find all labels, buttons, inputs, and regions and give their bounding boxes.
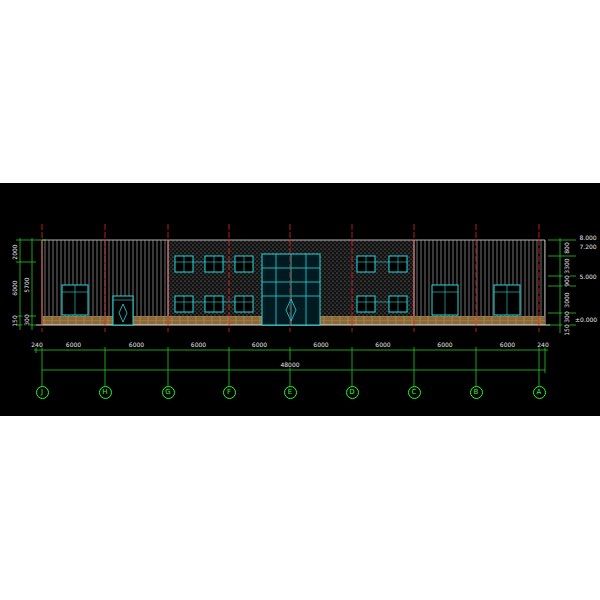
dimension-text: 48000: [279, 361, 300, 368]
axis-letter: E: [288, 389, 292, 396]
axis-bubble: E: [284, 386, 297, 399]
dimension-text: 6000: [128, 341, 145, 348]
dimension-text: 6000: [190, 341, 207, 348]
dimension-text: 7.200: [578, 243, 597, 250]
dimension-text: 150: [563, 323, 570, 336]
axis-letter: G: [165, 389, 170, 396]
dimension-text: 2000: [11, 243, 18, 260]
axis-letter: B: [474, 389, 479, 396]
dimension-text: 900: [563, 274, 570, 287]
dimension-text: 5700: [23, 276, 30, 293]
axis-bubble: D: [346, 386, 359, 399]
axis-letter: J: [41, 389, 43, 396]
axis-letter: D: [349, 389, 354, 396]
axis-bubble: B: [470, 386, 483, 399]
axis-bubble: A: [533, 386, 546, 399]
dimension-text: 6000: [65, 341, 82, 348]
dimension-text: ±0.000: [574, 316, 598, 323]
dimension-text: 8.000: [578, 234, 597, 241]
dimension-text: 3300: [563, 257, 570, 274]
axis-letter: F: [227, 389, 231, 396]
axis-bubble: G: [162, 386, 175, 399]
dimension-text: 6000: [499, 341, 516, 348]
axis-bubble: C: [408, 386, 421, 399]
dimension-text: 240: [30, 341, 43, 348]
dimension-text: 6000: [436, 341, 453, 348]
dimension-text: 300: [563, 310, 570, 323]
axis-bubble: H: [99, 386, 112, 399]
axis-letter: H: [102, 389, 107, 396]
dimension-text: 6000: [374, 341, 391, 348]
dimension-text: 3000: [563, 291, 570, 308]
dimension-text: 6000: [11, 279, 18, 296]
axis-bubble: F: [223, 386, 236, 399]
dimension-text: 240: [536, 341, 549, 348]
dimension-text: 800: [563, 241, 570, 254]
axis-letter: C: [412, 389, 417, 396]
dimension-text: 6000: [251, 341, 268, 348]
axis-bubble: J: [36, 386, 49, 399]
dimension-text: 150: [11, 314, 18, 327]
axis-letter: A: [537, 389, 542, 396]
dimension-text: 6000: [312, 341, 329, 348]
dimension-text: 5.000: [578, 273, 597, 280]
dimension-text: 300: [23, 313, 30, 326]
